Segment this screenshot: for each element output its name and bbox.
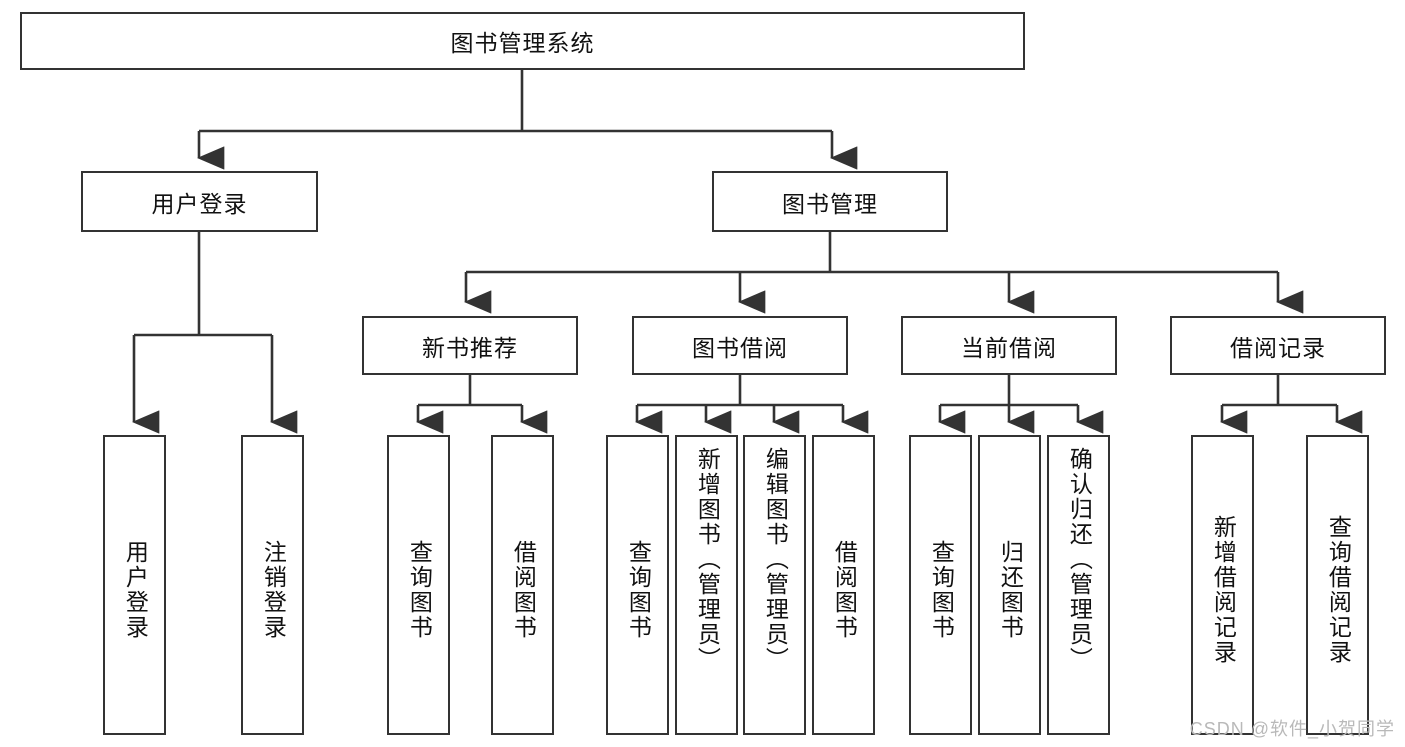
node-new-book-recommend-label: 新书推荐: [422, 334, 518, 361]
node-leaf-logout-label: 注销登录: [260, 540, 287, 640]
node-leaf-query-book-2-label: 查询图书: [625, 540, 652, 640]
node-leaf-add-book-label: 新增图书（管理员）: [694, 447, 721, 672]
node-leaf-return-book-label: 归还图书: [997, 540, 1024, 640]
node-leaf-query-book-2[interactable]: 查询图书: [606, 435, 669, 735]
node-root-label: 图书管理系统: [450, 30, 595, 56]
node-book-borrow-label: 图书借阅: [692, 334, 788, 361]
node-leaf-add-record-label: 新增借阅记录: [1210, 515, 1237, 665]
node-borrow-record-label: 借阅记录: [1230, 334, 1326, 361]
node-book-borrow[interactable]: 图书借阅: [632, 316, 848, 375]
node-leaf-query-book-3[interactable]: 查询图书: [909, 435, 972, 735]
node-leaf-return-book[interactable]: 归还图书: [978, 435, 1041, 735]
node-leaf-edit-book-label: 编辑图书（管理员）: [762, 447, 789, 672]
node-new-book-recommend[interactable]: 新书推荐: [362, 316, 578, 375]
node-leaf-query-record-label: 查询借阅记录: [1325, 515, 1352, 665]
csdn-watermark: CSDN @软件_小贺同学: [1189, 719, 1395, 739]
node-borrow-record[interactable]: 借阅记录: [1170, 316, 1386, 375]
node-leaf-logout[interactable]: 注销登录: [241, 435, 304, 735]
node-leaf-borrow-book-2[interactable]: 借阅图书: [812, 435, 875, 735]
node-leaf-borrow-book-1-label: 借阅图书: [510, 540, 537, 640]
node-leaf-user-login-label: 用户登录: [122, 540, 149, 640]
node-leaf-query-book-1-label: 查询图书: [406, 540, 433, 640]
node-leaf-borrow-book-2-label: 借阅图书: [831, 540, 858, 640]
node-leaf-confirm-return-label: 确认归还（管理员）: [1066, 447, 1093, 672]
node-leaf-add-record[interactable]: 新增借阅记录: [1191, 435, 1254, 735]
node-leaf-borrow-book-1[interactable]: 借阅图书: [491, 435, 554, 735]
node-leaf-add-book[interactable]: 新增图书（管理员）: [675, 435, 738, 735]
node-current-borrow[interactable]: 当前借阅: [901, 316, 1117, 375]
node-leaf-edit-book[interactable]: 编辑图书（管理员）: [743, 435, 806, 735]
node-current-borrow-label: 当前借阅: [961, 334, 1057, 361]
node-leaf-query-book-1[interactable]: 查询图书: [387, 435, 450, 735]
node-leaf-user-login[interactable]: 用户登录: [103, 435, 166, 735]
node-root[interactable]: 图书管理系统: [20, 12, 1025, 70]
node-book-manage-label: 图书管理: [782, 190, 878, 217]
node-user-login[interactable]: 用户登录: [81, 171, 318, 232]
node-user-login-label: 用户登录: [151, 190, 248, 217]
node-leaf-query-book-3-label: 查询图书: [928, 540, 955, 640]
node-leaf-confirm-return[interactable]: 确认归还（管理员）: [1047, 435, 1110, 735]
node-leaf-query-record[interactable]: 查询借阅记录: [1306, 435, 1369, 735]
node-book-manage[interactable]: 图书管理: [712, 171, 948, 232]
